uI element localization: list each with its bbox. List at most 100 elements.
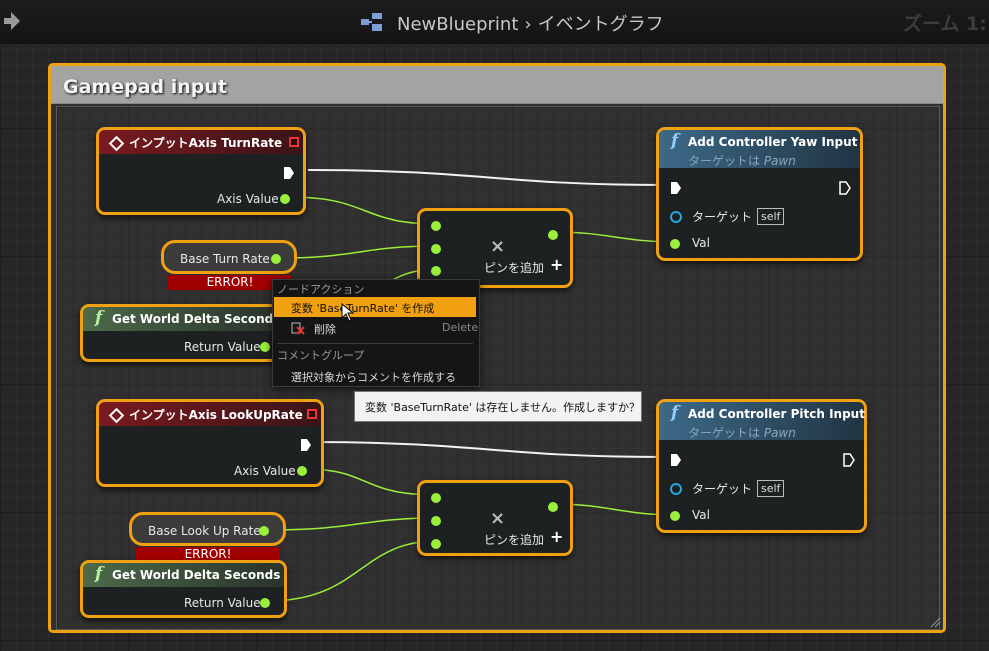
function-icon: f [95, 564, 103, 584]
zoom-level: ズーム 1: [903, 13, 987, 35]
delete-menu-item[interactable]: 削除 Delete [274, 318, 479, 338]
exec-out-pin-icon[interactable] [843, 453, 855, 467]
node-header [99, 130, 303, 154]
input-axis-lookuprate-node[interactable]: インプットAxis LookUpRate Axis Value [96, 399, 324, 487]
get-world-delta-seconds-node[interactable]: f Get World Delta Seconds Return Value [80, 560, 287, 618]
node-title: Get World Delta Seconds [112, 568, 281, 582]
breadcrumb-blueprint[interactable]: NewBlueprint [397, 14, 519, 35]
variable-label: Base Look Up Rate [148, 524, 261, 538]
variable-output-pin[interactable] [259, 526, 269, 536]
axis-value-pin[interactable] [280, 194, 290, 204]
node-header [83, 563, 284, 587]
error-badge: ERROR! [136, 547, 280, 562]
node-subtitle: ターゲットは Pawn [688, 154, 796, 168]
multiply-input-b-pin[interactable] [431, 516, 441, 526]
add-pin-label[interactable]: ピンを追加 [484, 533, 545, 547]
multiply-icon: × [490, 236, 506, 257]
add-pin-plus-icon[interactable]: + [550, 255, 564, 274]
exec-out-pin-icon[interactable] [839, 181, 851, 195]
self-default-value[interactable]: self [757, 208, 785, 225]
node-title: Get World Delta Seconds [112, 312, 281, 326]
mouse-cursor-icon [341, 303, 355, 322]
breadcrumb: NewBlueprint›イベントグラフ [397, 10, 664, 36]
function-icon: f [671, 131, 679, 151]
return-value-label: Return Value [184, 340, 261, 354]
target-label: ターゲット [692, 482, 753, 496]
comment-header[interactable]: Gamepad input [51, 66, 943, 104]
add-controller-pitch-input-node[interactable]: f Add Controller Pitch Input ターゲットは Pawn… [656, 399, 867, 533]
self-default-value[interactable]: self [757, 480, 785, 497]
node-subtitle: ターゲットは Pawn [688, 426, 796, 440]
exec-out-pin-icon[interactable] [283, 166, 295, 180]
val-label: Val [692, 236, 710, 250]
multiply-input-a-pin[interactable] [431, 221, 441, 231]
multiply-output-pin[interactable] [548, 230, 558, 240]
axis-value-label: Axis Value [234, 464, 296, 478]
create-comment-label: 選択対象からコメントを作成する [291, 371, 456, 384]
back-arrow-icon[interactable] [2, 10, 22, 32]
comment-title[interactable]: Gamepad input [63, 76, 227, 98]
multiply-icon: × [490, 508, 506, 529]
exec-out-pin-icon[interactable] [300, 438, 312, 452]
context-menu: ノードアクション 変数 'BaseTurnRate' を作成 削除 Delete… [272, 279, 480, 387]
create-comment-menu-item[interactable]: 選択対象からコメントを作成する [274, 366, 476, 386]
menu-section-node-actions: ノードアクション [277, 283, 365, 296]
axis-value-pin[interactable] [297, 466, 307, 476]
get-world-delta-seconds-node[interactable]: f Get World Delta Seconds Return Value [80, 304, 280, 362]
add-pin-label[interactable]: ピンを追加 [484, 261, 545, 275]
add-controller-yaw-input-node[interactable]: f Add Controller Yaw Input ターゲットは Pawn タ… [656, 127, 863, 261]
exec-wire-turn [307, 169, 668, 186]
multiply-input-b-pin[interactable] [431, 244, 441, 254]
delegate-pin-icon[interactable] [307, 409, 317, 419]
variable-output-pin[interactable] [271, 254, 281, 264]
node-title: インプットAxis LookUpRate [129, 408, 303, 422]
delete-icon [291, 322, 305, 335]
return-value-pin[interactable] [260, 342, 270, 352]
multiply-input-c-pin[interactable] [431, 266, 441, 276]
breadcrumb-graph[interactable]: イベントグラフ [537, 14, 664, 35]
base-turn-rate-variable-node[interactable]: Base Turn Rate [161, 240, 297, 274]
node-header [83, 307, 277, 331]
multiply-output-pin[interactable] [548, 502, 558, 512]
blueprint-icon [361, 13, 382, 31]
node-header [659, 402, 864, 440]
node-header [99, 402, 321, 426]
add-pin-plus-icon[interactable]: + [550, 527, 564, 546]
val-label: Val [692, 508, 710, 522]
return-value-pin[interactable] [260, 598, 270, 608]
wire-delta2-to-mult2 [267, 540, 438, 602]
node-title: インプットAxis TurnRate [129, 136, 283, 150]
create-variable-label: 変数 'BaseTurnRate' を作成 [291, 302, 435, 315]
delete-label: 削除 [314, 323, 336, 336]
function-icon: f [95, 308, 103, 328]
return-value-label: Return Value [184, 596, 261, 610]
multiply-input-c-pin[interactable] [431, 539, 441, 549]
axis-value-label: Axis Value [217, 192, 279, 206]
exec-in-pin-icon[interactable] [670, 181, 682, 195]
wire-axis-to-mult2 [304, 468, 438, 496]
target-pin[interactable] [670, 483, 682, 495]
wire-base-to-mult2 [264, 517, 438, 531]
target-pin[interactable] [670, 211, 682, 223]
val-pin[interactable] [670, 511, 680, 521]
create-variable-menu-item[interactable]: 変数 'BaseTurnRate' を作成 [274, 297, 476, 317]
tooltip: 変数 'BaseTurnRate' は存在しません。作成しますか？ [354, 391, 642, 422]
multiply-node[interactable]: × ピンを追加 + [417, 480, 573, 556]
exec-in-pin-icon[interactable] [670, 453, 682, 467]
input-axis-turnrate-node[interactable]: インプットAxis TurnRate Axis Value [96, 127, 306, 215]
resize-grip-icon[interactable] [929, 616, 941, 628]
wire-base-to-mult1 [277, 245, 438, 259]
delegate-pin-icon[interactable] [289, 137, 299, 147]
multiply-input-a-pin[interactable] [431, 493, 441, 503]
menu-divider [277, 343, 473, 344]
node-title: Add Controller Pitch Input [688, 407, 865, 421]
node-title: Add Controller Yaw Input [688, 135, 858, 149]
base-look-up-rate-variable-node[interactable]: Base Look Up Rate [129, 512, 286, 546]
node-header [659, 130, 860, 168]
target-label: ターゲット [692, 210, 753, 224]
val-pin[interactable] [670, 239, 680, 249]
delete-shortcut: Delete [442, 321, 479, 334]
breadcrumb-separator: › [524, 14, 532, 35]
variable-label: Base Turn Rate [180, 252, 270, 266]
multiply-node[interactable]: × ピンを追加 + [417, 208, 573, 288]
